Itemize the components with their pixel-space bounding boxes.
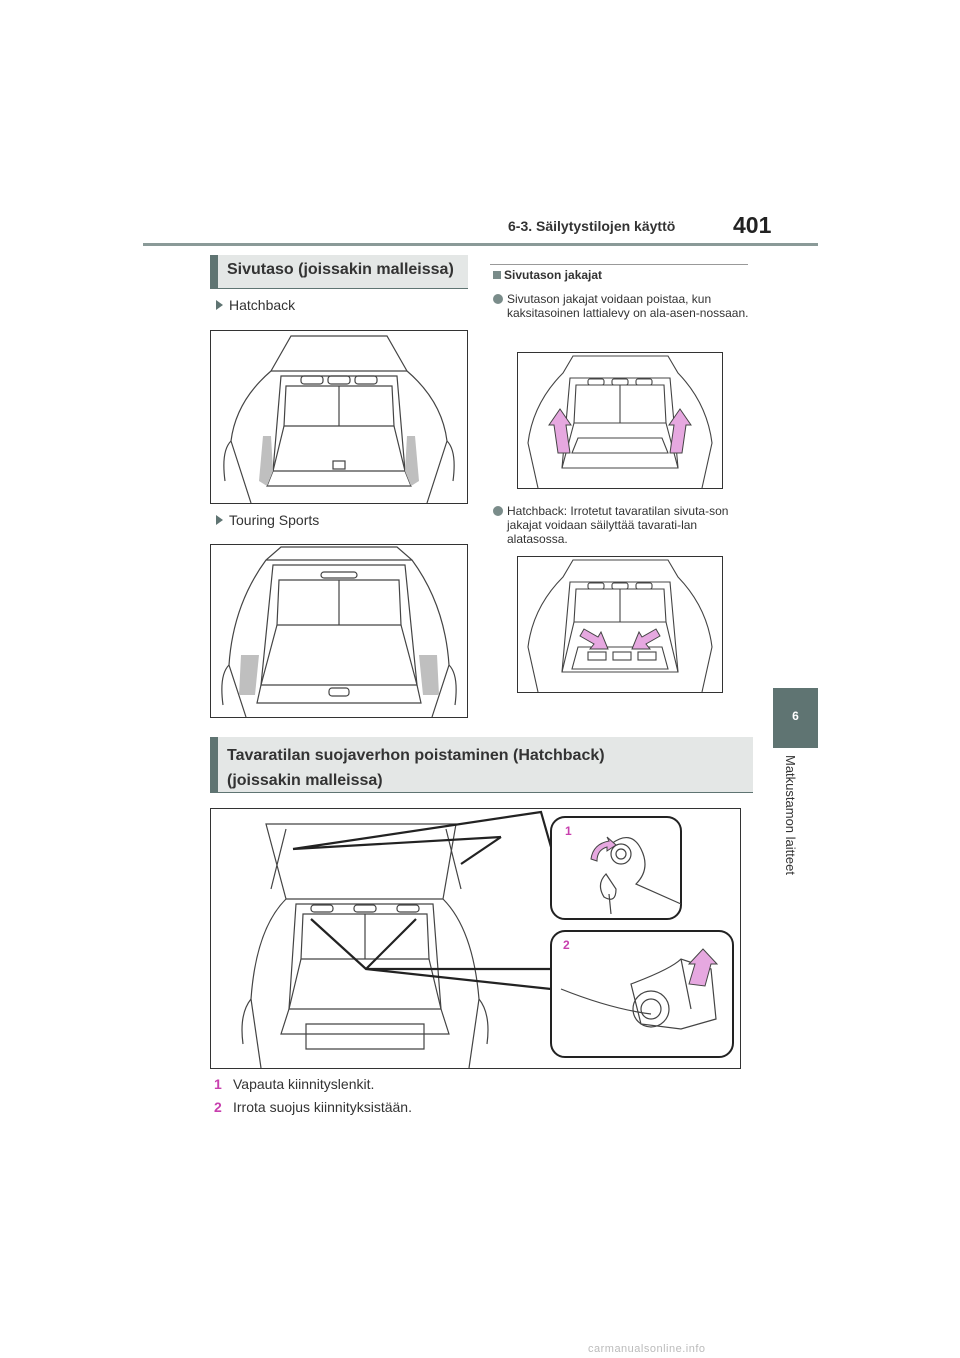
divider-storage-illustration [527,559,713,692]
triangle-bullet-icon [216,300,223,310]
running-header: 6-3. Säilytystilojen käyttö [508,218,676,234]
figure-divider-removal [517,352,723,489]
step-item: 1 Vapauta kiinnityslenkit. [214,1076,375,1092]
subsection-rule [490,264,748,265]
section-heading-line2: (joissakin malleissa) [227,772,383,789]
figure-divider-storage [517,556,723,693]
divider-removal-illustration [527,355,713,488]
bullet-item: Hatchback: Irrotetut tavaratilan sivuta-… [493,504,752,546]
variant-label-hatchback: Hatchback [216,297,296,313]
step-text: Irrota suojus kiinnityksistään. [233,1099,412,1115]
callout-number: 2 [563,938,570,952]
touring-trunk-illustration [221,546,457,717]
subsection-title: Sivutason jakajat [493,268,602,282]
callout-number: 1 [565,824,572,838]
hatchback-trunk-illustration [223,335,455,503]
chapter-tab [773,688,818,748]
section-heading-rule [210,792,753,793]
tonneau-removal-illustration: 1 2 [241,810,734,1068]
step-item: 2 Irrota suojus kiinnityksistään. [214,1099,412,1115]
header-rule [143,243,818,246]
variant-label-touring-sports: Touring Sports [216,512,320,528]
bullet-item: Sivutason jakajat voidaan poistaa, kun k… [493,292,752,320]
section-heading-side-shelf: Sivutaso (joissakin malleissa) [210,255,468,288]
figure-touring-sports-trunk [210,544,468,718]
subsection-title-text: Sivutason jakajat [504,268,603,282]
variant-label-text: Touring Sports [229,512,320,528]
section-heading-rule [210,288,468,289]
bullet-text: Sivutason jakajat voidaan poistaa, kun k… [507,292,749,320]
variant-label-text: Hatchback [229,297,296,313]
triangle-bullet-icon [216,515,223,525]
bullet-text: Hatchback: Irrotetut tavaratilan sivuta-… [507,504,729,546]
section-heading-line1: Tavaratilan suojaverhon poistaminen (Hat… [227,747,605,764]
figure-hatchback-trunk [210,330,468,504]
round-bullet-icon [493,294,503,304]
step-text: Vapauta kiinnityslenkit. [233,1076,375,1092]
page-number: 401 [733,212,772,238]
chapter-title-vertical: Matkustamon laitteet [783,755,807,905]
round-bullet-icon [493,506,503,516]
chapter-title-text: Matkustamon laitteet [783,755,798,875]
square-bullet-icon [493,271,501,279]
step-number: 1 [214,1076,222,1092]
figure-tonneau-cover-removal: 1 2 [210,808,741,1069]
watermark: carmanualsonline.info [588,1343,706,1355]
chapter-number: 6 [792,709,799,723]
step-number: 2 [214,1099,222,1115]
section-heading-tonneau-removal: Tavaratilan suojaverhon poistaminen (Hat… [210,737,753,792]
